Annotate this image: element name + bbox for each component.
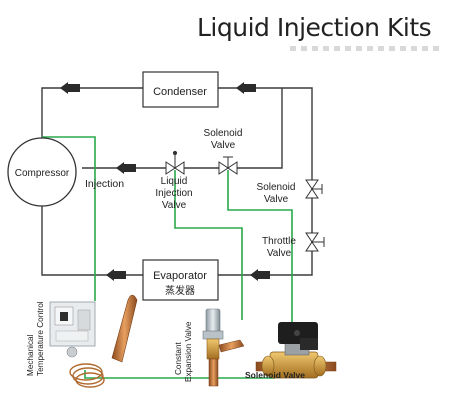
copper-bulb [111, 294, 138, 363]
liquid-injection-valve-label-2: Injection [155, 188, 192, 199]
arrow-bottom-right-icon [250, 269, 270, 281]
condenser-label: Condenser [153, 86, 207, 98]
throttle-valve-icon [305, 232, 325, 252]
title-underline-artifact [290, 46, 440, 51]
control-line-left [42, 136, 96, 301]
liquid-injection-valve-label-3: Valve [162, 200, 187, 211]
arrow-top-left-icon [60, 82, 80, 94]
liquid-injection-valve-label-1: Liquid [161, 176, 188, 187]
expansion-valve-label-2: Expansion Valve [184, 321, 193, 382]
arrow-bottom-left-icon [106, 269, 126, 281]
mechanical-control-label-1: Mechanical [26, 334, 35, 376]
constant-expansion-valve-photo [202, 308, 245, 387]
control-line-solenoid [227, 170, 293, 338]
control-line-liquid-valve [174, 170, 243, 320]
solenoid-valve-photo-label: Solenoid Valve [245, 370, 305, 380]
injection-label: Injection [85, 178, 124, 190]
condenser-box [142, 71, 219, 108]
evaporator-cn-label: 蒸发器 [165, 284, 195, 297]
expansion-valve-label-1: Constant [174, 342, 183, 375]
solenoid-valve-top-icon [218, 156, 238, 175]
pipe-injection-line [82, 88, 283, 169]
solenoid-valve-top-label-1: Solenoid [204, 128, 243, 139]
solenoid-valve-photo [255, 322, 337, 379]
pipe-bottom-left [41, 204, 143, 276]
filter-drier-arrows [60, 82, 270, 281]
mechanical-control-label-2: Temperature Control [36, 301, 45, 376]
solenoid-valve-right-label-2: Valve [264, 194, 289, 205]
compressor-circle [7, 137, 77, 207]
throttle-valve-label-1: Throttle [262, 236, 296, 247]
arrow-injection-icon [116, 162, 136, 174]
solenoid-valve-top-label-2: Valve [211, 140, 236, 151]
evaporator-label: Evaporator [153, 270, 207, 282]
solenoid-valve-right-icon [305, 179, 323, 199]
evaporator-box [142, 259, 219, 301]
compressor-label: Compressor [15, 168, 70, 179]
solenoid-valve-right-label-1: Solenoid [257, 182, 296, 193]
throttle-valve-label-2: Valve [267, 248, 292, 259]
arrow-top-right-icon [236, 82, 256, 94]
liquid-injection-valve-icon [165, 150, 185, 175]
mechanical-temperature-control-photo [49, 294, 138, 388]
page-title: Liquid Injection Kits [197, 13, 432, 42]
